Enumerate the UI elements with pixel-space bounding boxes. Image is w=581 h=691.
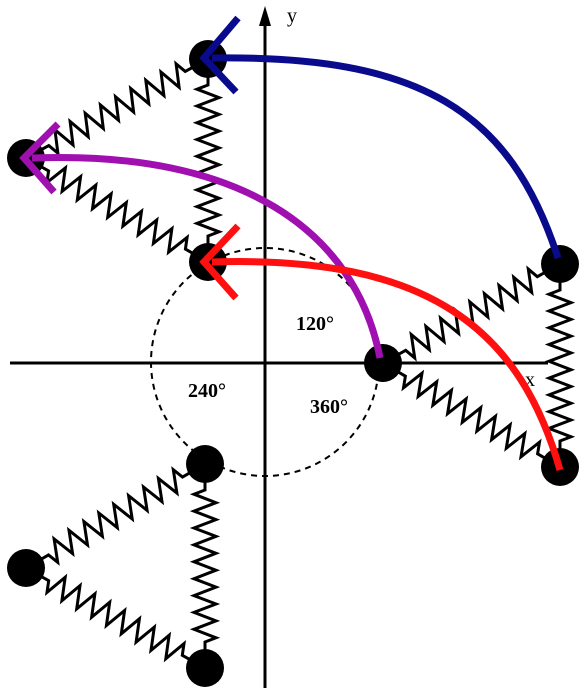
atom — [541, 245, 579, 283]
spring — [544, 264, 576, 467]
atom — [364, 344, 402, 382]
spring — [192, 59, 224, 262]
spring — [189, 464, 221, 668]
red-rotation-arc — [211, 258, 564, 471]
purple-rotation-arc — [31, 153, 384, 359]
angle-label-120: 120° — [296, 313, 334, 335]
spring — [25, 462, 206, 570]
spring — [25, 156, 209, 264]
spring — [382, 361, 561, 469]
spring — [25, 57, 209, 160]
angle-labels: 120° 240° 360° — [188, 313, 348, 418]
atom — [186, 649, 224, 687]
spring — [25, 566, 206, 670]
y-axis-label: y — [287, 5, 297, 27]
red-arrowhead — [199, 223, 241, 301]
axes: x y — [10, 5, 548, 688]
atom — [186, 445, 224, 483]
spring — [382, 262, 561, 365]
angle-label-360: 360° — [310, 396, 348, 418]
blue-rotation-arc — [211, 54, 562, 260]
angle-label-240: 240° — [188, 380, 226, 402]
blue-arrowhead — [199, 15, 241, 95]
purple-arrowhead — [19, 121, 61, 195]
springs — [25, 57, 576, 670]
x-axis-label: x — [525, 369, 535, 391]
atom — [7, 549, 45, 587]
y-axis-arrowhead — [259, 6, 271, 26]
rotation-arrows — [19, 15, 564, 471]
